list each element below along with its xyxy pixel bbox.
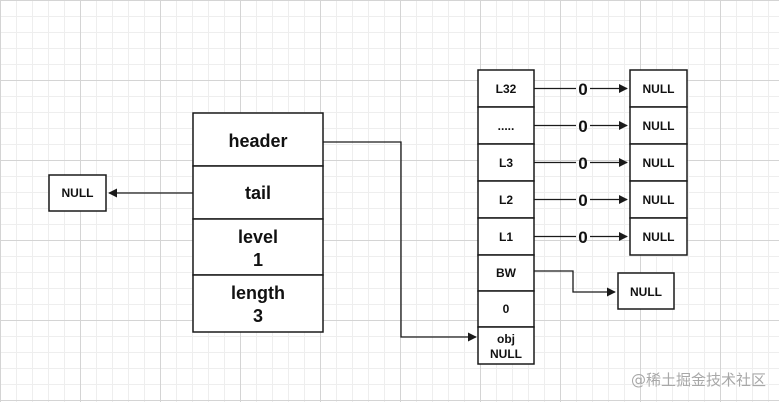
length-label: length xyxy=(231,283,285,303)
level-span-3: 0 xyxy=(578,191,587,210)
level-label-3: L2 xyxy=(499,193,513,207)
skiplist-node: L32 ..... L3 L2 L1 BW 0 obj NULL xyxy=(477,69,535,365)
level-null-label-4: NULL xyxy=(643,230,675,244)
header-arrow xyxy=(323,141,477,342)
obj-label: obj xyxy=(497,332,515,346)
level-null-box-0 xyxy=(629,69,688,108)
level-span-1: 0 xyxy=(578,117,587,136)
level-null-label-1: NULL xyxy=(643,119,675,133)
level-span-0: 0 xyxy=(578,80,587,99)
backward-label: BW xyxy=(496,266,517,280)
backward-cell xyxy=(477,254,535,292)
length-cell xyxy=(192,274,324,333)
score-cell xyxy=(477,290,535,328)
score-label: 0 xyxy=(503,302,510,316)
level-pointers: 0 NULL 0 NULL 0 NULL 0 NULL 0 NULL xyxy=(534,69,688,256)
level-label-4: L1 xyxy=(499,230,513,244)
watermark: @稀土掘金技术社区 xyxy=(630,371,766,389)
tail-label: tail xyxy=(245,183,271,203)
length-value: 3 xyxy=(253,306,263,326)
level-span-2: 0 xyxy=(578,154,587,173)
level-label-1: ..... xyxy=(498,119,515,133)
tail-null-box xyxy=(48,174,107,212)
backward-arrow xyxy=(534,270,616,297)
level-null-box-4 xyxy=(629,217,688,256)
level-span-4: 0 xyxy=(578,228,587,247)
backward-null-label: NULL xyxy=(630,285,662,299)
level-cell-3 xyxy=(477,180,535,219)
level-null-label-2: NULL xyxy=(643,156,675,170)
skiplist-struct: header tail level 1 length 3 xyxy=(192,112,324,333)
tail-cell xyxy=(192,165,324,220)
level-null-label-3: NULL xyxy=(643,193,675,207)
level-null-box-1 xyxy=(629,106,688,145)
level-value: 1 xyxy=(253,250,263,270)
tail-null-label: NULL xyxy=(62,186,94,200)
obj-cell xyxy=(477,326,535,365)
header-label: header xyxy=(228,131,287,151)
level-null-box-2 xyxy=(629,143,688,182)
level-label-2: L3 xyxy=(499,156,513,170)
level-label: level xyxy=(238,227,278,247)
level-label-0: L32 xyxy=(496,82,517,96)
backward-null-box xyxy=(617,272,675,310)
obj-value: NULL xyxy=(490,347,522,361)
level-null-box-3 xyxy=(629,180,688,219)
level-cell xyxy=(192,218,324,276)
header-cell xyxy=(192,112,324,167)
level-cell-4 xyxy=(477,217,535,256)
level-null-label-0: NULL xyxy=(643,82,675,96)
